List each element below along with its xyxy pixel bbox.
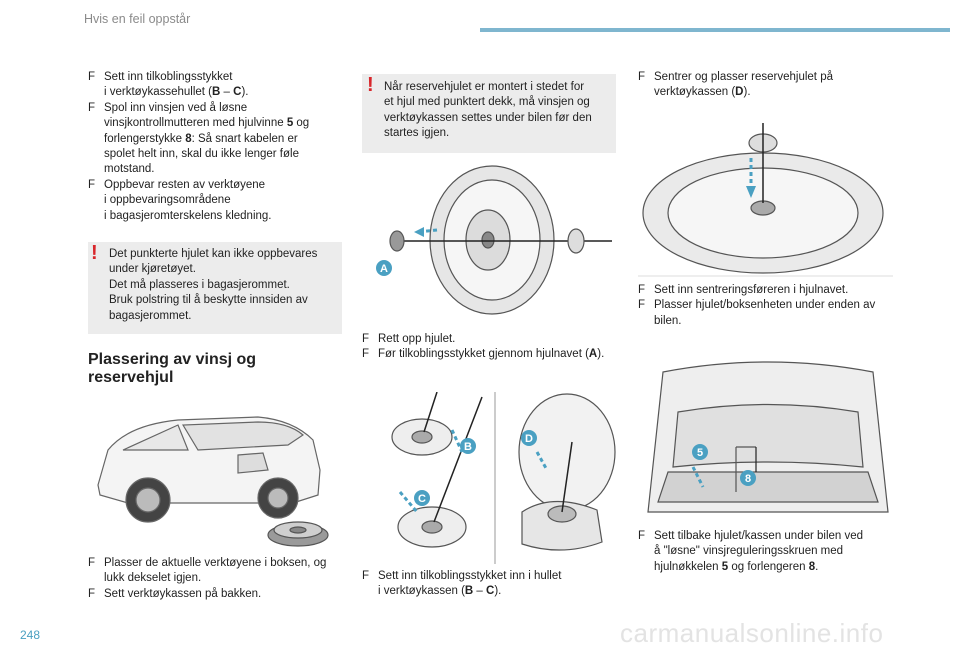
step-place-tools: F Plasser de aktuelle verktøyene i bokse… bbox=[88, 556, 350, 587]
bullet-marker: F bbox=[88, 101, 96, 114]
bullet-marker: F bbox=[638, 71, 646, 83]
warning-note: ! Det punkterte hjulet kan ikke oppbevar… bbox=[88, 242, 342, 334]
page-number: 248 bbox=[20, 628, 41, 642]
bullet-marker: F bbox=[362, 570, 370, 582]
warning-icon: ! bbox=[91, 242, 98, 264]
col1-steps: F Sett inn tilkoblingsstykket i verktøyk… bbox=[88, 70, 348, 224]
warning-icon: ! bbox=[367, 74, 374, 96]
step-store-tools: F Oppbevar resten av verktøyene i oppbev… bbox=[88, 178, 348, 224]
col1-bottom-steps: F Plasser de aktuelle verktøyene i bokse… bbox=[88, 556, 350, 602]
section-heading: Plassering av vinsj og reservehjul bbox=[88, 351, 257, 386]
fig-label-a: A bbox=[380, 263, 388, 275]
step-insert-connector-box: F Sett inn tilkoblingsstykket inn i hull… bbox=[362, 569, 622, 600]
bullet-marker: F bbox=[88, 587, 96, 600]
fig-label-c: C bbox=[418, 493, 426, 505]
toolbox-connector-figure: B C D bbox=[362, 391, 620, 564]
bullet-marker: F bbox=[362, 333, 370, 345]
header-accent-bar bbox=[480, 28, 950, 32]
step-rewind-winch: F Spol inn vinsjen ved å løsne vinsjkont… bbox=[88, 101, 348, 178]
step-insert-guide: F Sett inn sentreringsføreren i hjulnave… bbox=[638, 283, 900, 298]
bullet-marker: F bbox=[88, 557, 96, 569]
watermark: carmanualsonline.info bbox=[620, 618, 884, 648]
bullet-marker: F bbox=[362, 348, 370, 361]
fig-label-d: D bbox=[525, 433, 533, 445]
bullet-marker: F bbox=[88, 178, 96, 191]
warning-note-spare: ! Når reservehjulet er montert i stedet … bbox=[362, 74, 616, 153]
bullet-marker: F bbox=[88, 71, 96, 83]
col2-bottom-steps: F Sett inn tilkoblingsstykket inn i hull… bbox=[362, 569, 622, 600]
fig-label-8: 8 bbox=[745, 473, 751, 485]
step-return-wheel: F Sett tilbake hjulet/kassen under bilen… bbox=[638, 529, 900, 575]
bullet-marker: F bbox=[638, 530, 646, 542]
step-straighten-wheel: F Rett opp hjulet. bbox=[362, 332, 622, 347]
step-set-box-ground: F Sett verktøykassen på bakken. bbox=[88, 587, 350, 602]
fig-label-b: B bbox=[464, 441, 472, 453]
fig-label-5: 5 bbox=[697, 447, 703, 459]
col3-mid-steps: F Sett inn sentreringsføreren i hjulnave… bbox=[638, 283, 900, 329]
step-place-under-car: F Plasser hjulet/boksenheten under enden… bbox=[638, 298, 900, 329]
step-pass-connector: F Før tilkoblingsstykket gjennom hjulnav… bbox=[362, 347, 622, 362]
bullet-marker: F bbox=[638, 299, 646, 312]
col3-bottom-steps: F Sett tilbake hjulet/kassen under bilen… bbox=[638, 529, 900, 575]
trunk-winch-figure: 5 8 bbox=[638, 352, 896, 520]
bullet-marker: F bbox=[638, 284, 646, 296]
spare-wheel-on-toolbox-figure bbox=[638, 118, 893, 278]
car-with-spare-wheel-illustration bbox=[88, 395, 343, 550]
section-title: Hvis en feil oppstår bbox=[84, 12, 191, 26]
step-insert-connector: F Sett inn tilkoblingsstykket i verktøyk… bbox=[88, 70, 348, 101]
col2-mid-steps: F Rett opp hjulet. F Før tilkoblingsstyk… bbox=[362, 332, 622, 363]
wheel-hub-connector-figure: A bbox=[362, 158, 620, 328]
